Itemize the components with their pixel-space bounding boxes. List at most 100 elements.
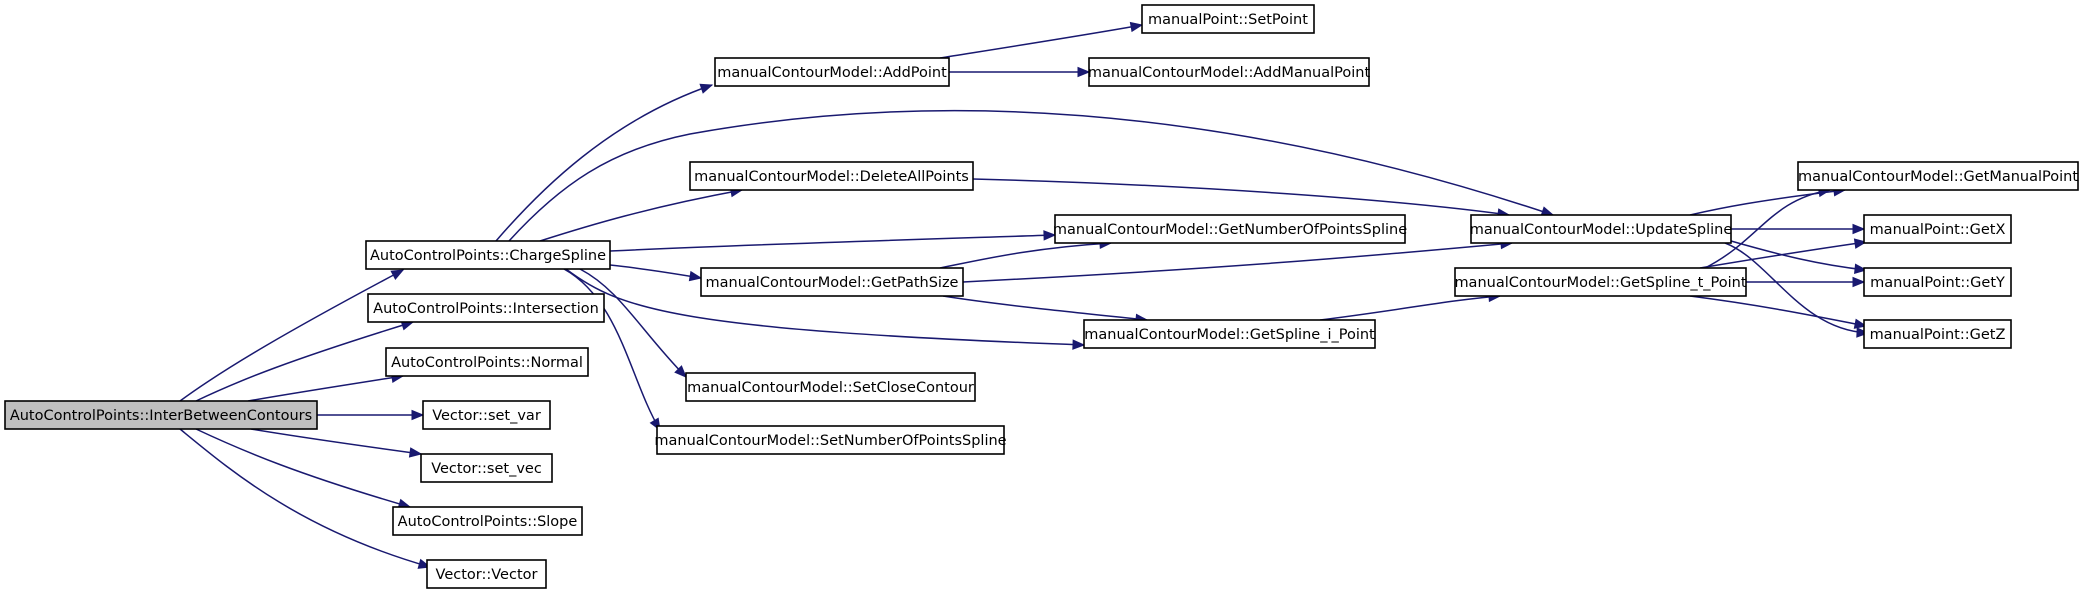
edge-line — [609, 234, 1056, 252]
function-node[interactable]: AutoControlPoints::ChargeSpline — [365, 240, 611, 270]
function-node[interactable]: manualContourModel::GetSpline_i_Point — [1083, 319, 1376, 349]
node-box — [700, 267, 964, 297]
edge-line — [179, 269, 404, 402]
function-node[interactable]: manualContourModel::SetCloseContour — [685, 372, 976, 402]
function-node[interactable]: manualPoint::GetZ — [1863, 319, 2012, 349]
edge-n0-to-n2 — [195, 320, 415, 402]
edge-line — [579, 268, 687, 378]
function-node[interactable]: manualContourModel::GetManualPoint — [1797, 161, 2079, 191]
node-label: manualContourModel::GetSpline_i_Point — [1084, 327, 1375, 343]
edge-line — [250, 428, 422, 455]
arrowhead-icon — [408, 447, 423, 458]
edge-n11-to-n17 — [962, 238, 1514, 283]
edge-n0-to-n6 — [195, 428, 412, 509]
node-box — [1141, 4, 1315, 34]
node-label: Vector::Vector — [436, 567, 538, 583]
edge-n1-to-n13 — [579, 268, 687, 378]
function-node[interactable]: Vector::Vector — [426, 559, 547, 589]
node-box — [656, 425, 1005, 455]
node-box — [689, 161, 974, 191]
edge-n1-to-n10 — [609, 230, 1057, 252]
function-node[interactable]: manualContourModel::AddPoint — [714, 57, 950, 87]
edge-n9-to-n17 — [972, 178, 1511, 219]
node-box — [392, 506, 583, 536]
node-box — [426, 559, 547, 589]
node-label: Vector::set_vec — [431, 461, 542, 477]
edge-line — [609, 264, 702, 279]
node-box — [1863, 214, 2012, 244]
nodes-layer: AutoControlPoints::InterBetweenContoursA… — [4, 4, 2079, 589]
arrowhead-icon — [1852, 223, 1866, 235]
edge-line — [1699, 241, 1867, 269]
edge-line — [962, 242, 1513, 283]
edge-n8-to-n15 — [939, 21, 1144, 59]
node-box — [714, 57, 950, 87]
arrowhead-icon — [1077, 66, 1091, 78]
node-box — [1797, 161, 2079, 191]
node-label: Vector::set_var — [432, 408, 541, 424]
node-box — [1863, 267, 2012, 297]
function-node[interactable]: manualContourModel::UpdateSpline — [1470, 214, 1733, 244]
node-label: manualContourModel::UpdateSpline — [1470, 222, 1733, 238]
edge-n0-to-n1 — [179, 269, 405, 402]
edge-n18-to-n22 — [1689, 295, 1868, 329]
edge-line — [1689, 295, 1867, 327]
function-node[interactable]: manualContourModel::SetNumberOfPointsSpl… — [654, 425, 1007, 455]
node-box — [1454, 267, 1747, 297]
edge-line — [565, 268, 1085, 346]
node-box — [1083, 319, 1376, 349]
arrowhead-icon — [688, 270, 703, 282]
node-label: manualContourModel::SetNumberOfPointsSpl… — [654, 433, 1006, 449]
arrowhead-icon — [1853, 238, 1868, 249]
function-node[interactable]: manualContourModel::GetNumberOfPointsSpl… — [1053, 214, 1407, 244]
edge-line — [539, 189, 743, 242]
node-label: AutoControlPoints::InterBetweenContours — [10, 408, 312, 424]
edge-line — [195, 428, 411, 508]
node-label: manualContourModel::DeleteAllPoints — [694, 169, 969, 185]
node-label: manualContourModel::GetNumberOfPointsSpl… — [1053, 222, 1407, 238]
node-box — [367, 293, 605, 323]
function-node[interactable]: manualPoint::GetX — [1863, 214, 2012, 244]
arrowhead-icon — [1043, 230, 1057, 241]
node-box — [4, 400, 318, 430]
function-node[interactable]: AutoControlPoints::Normal — [385, 347, 589, 377]
node-label: manualContourModel::AddPoint — [717, 65, 947, 81]
function-node[interactable]: AutoControlPoints::Slope — [392, 506, 583, 536]
function-node[interactable]: AutoControlPoints::Intersection — [367, 293, 605, 323]
edge-line — [1730, 240, 1867, 271]
edge-line — [563, 268, 661, 431]
edge-line — [1319, 295, 1501, 321]
arrowhead-icon — [1852, 276, 1866, 288]
edge-line — [247, 375, 404, 402]
arrowhead-icon — [411, 409, 425, 421]
edge-n0-to-n3 — [247, 372, 405, 402]
edge-n1-to-n8 — [495, 83, 714, 242]
function-node[interactable]: Vector::set_vec — [420, 453, 553, 483]
edge-n17-to-n21 — [1730, 240, 1868, 274]
function-node[interactable]: Vector::set_var — [422, 400, 551, 430]
arrowhead-icon — [699, 83, 714, 94]
edge-n18-to-n20 — [1699, 238, 1868, 269]
edge-line — [939, 242, 1112, 269]
edge-n18-to-n21 — [1745, 276, 1866, 288]
node-label: AutoControlPoints::Slope — [398, 514, 578, 530]
node-label: manualContourModel::GetManualPoint — [1798, 169, 2078, 185]
node-label: manualPoint::GetZ — [1870, 327, 2006, 343]
function-node[interactable]: manualContourModel::GetSpline_t_Point — [1454, 267, 1747, 297]
function-node[interactable]: manualContourModel::AddManualPoint — [1088, 57, 1371, 87]
node-label: manualContourModel::SetCloseContour — [687, 380, 974, 396]
node-box — [365, 240, 611, 270]
edge-line — [939, 24, 1143, 59]
function-node[interactable]: manualPoint::GetY — [1863, 267, 2012, 297]
function-node[interactable]: manualContourModel::DeleteAllPoints — [689, 161, 974, 191]
arrowhead-icon — [390, 269, 405, 281]
root-function-node[interactable]: AutoControlPoints::InterBetweenContours — [4, 400, 318, 430]
node-label: manualPoint::GetX — [1870, 222, 2006, 238]
function-node[interactable]: manualPoint::SetPoint — [1141, 4, 1315, 34]
arrowhead-icon — [1854, 263, 1868, 274]
function-node[interactable]: manualContourModel::GetPathSize — [700, 267, 964, 297]
edge-line — [179, 428, 431, 568]
node-label: manualContourModel::GetPathSize — [706, 275, 959, 291]
node-box — [1863, 319, 2012, 349]
